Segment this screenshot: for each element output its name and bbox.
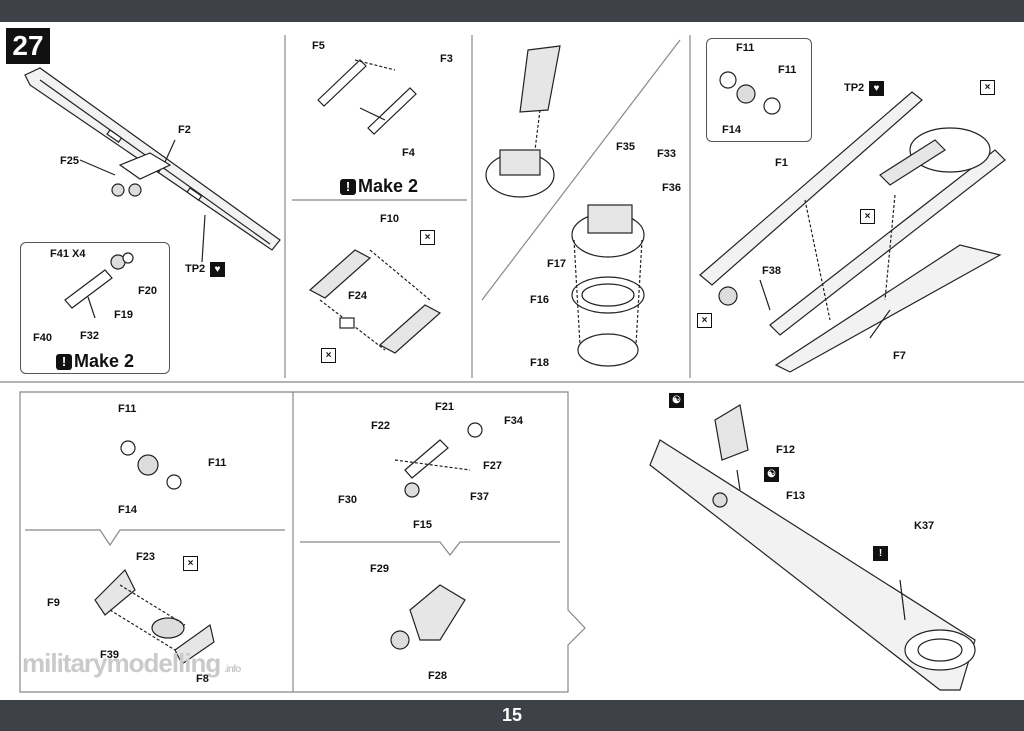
label-f12: F12 (776, 444, 795, 456)
label-tp2-b: TP2 (844, 82, 865, 94)
label-f40: F40 (33, 332, 52, 344)
glue-icon: ♥ (869, 81, 884, 96)
label-f37: F37 (470, 491, 489, 503)
inset-panel-4 (706, 38, 812, 142)
cement-icon: × (183, 556, 198, 571)
label-f2: F2 (178, 124, 191, 136)
bottom-band (0, 700, 1024, 731)
label-f8: F8 (196, 673, 209, 685)
make-label: Make 2 (358, 176, 419, 196)
cement-icon: × (420, 230, 435, 245)
watermark: militarymodelling.info (22, 648, 241, 679)
glue-icon: ♥ (210, 262, 225, 277)
label-f3: F3 (440, 53, 453, 65)
label-f25: F25 (60, 155, 79, 167)
label-f36: F36 (662, 182, 681, 194)
make-2-inset: !Make 2 (56, 351, 134, 372)
paint-icon: ☯ (669, 393, 684, 408)
label-f34: F34 (504, 415, 523, 427)
cement-icon: × (697, 313, 712, 328)
watermark-suffix: .info (224, 664, 241, 675)
label-f10: F10 (380, 213, 399, 225)
label-f11d: F11 (208, 457, 227, 469)
caution-icon: ! (340, 179, 356, 195)
label-f4: F4 (402, 147, 415, 159)
cement-icon: × (980, 80, 995, 95)
label-f38: F38 (762, 265, 781, 277)
label-f29: F29 (370, 563, 389, 575)
label-f19: F19 (114, 309, 133, 321)
label-f5: F5 (312, 40, 325, 52)
cement-icon: × (321, 348, 336, 363)
label-f24: F24 (348, 290, 367, 302)
step-number: 27 (6, 28, 50, 64)
label-tp2: TP2 (185, 263, 206, 275)
label-f14: F14 (722, 124, 741, 136)
inset-panel-1 (20, 242, 170, 374)
label-f21: F21 (435, 401, 454, 413)
label-f28: F28 (428, 670, 447, 682)
label-f9: F9 (47, 597, 60, 609)
caution-icon: ! (873, 546, 888, 561)
paint-icon: ☯ (764, 467, 779, 482)
label-f11b: F11 (778, 64, 797, 76)
label-f18: F18 (530, 357, 549, 369)
label-f1: F1 (775, 157, 788, 169)
label-f30: F30 (338, 494, 357, 506)
label-f32: F32 (80, 330, 99, 342)
label-f15: F15 (413, 519, 432, 531)
make-2-axle: !Make 2 (340, 176, 418, 197)
label-f23: F23 (136, 551, 155, 563)
label-f41: F41 X4 (50, 248, 86, 260)
label-f17: F17 (547, 258, 566, 270)
cement-icon: × (860, 209, 875, 224)
label-k37: K37 (914, 520, 935, 532)
watermark-main: militarymodelling (22, 648, 221, 678)
label-f35: F35 (616, 141, 635, 153)
label-f13: F13 (786, 490, 805, 502)
make-label: Make 2 (74, 351, 135, 371)
page-number: 15 (501, 705, 523, 725)
label-f11a: F11 (736, 42, 755, 54)
label-f27: F27 (483, 460, 502, 472)
label-f14b: F14 (118, 504, 137, 516)
top-band (0, 0, 1024, 22)
label-f20: F20 (138, 285, 157, 297)
label-f33: F33 (657, 148, 676, 160)
label-f22: F22 (371, 420, 390, 432)
label-f16: F16 (530, 294, 549, 306)
caution-icon: ! (56, 354, 72, 370)
label-f39: F39 (100, 649, 119, 661)
label-f7: F7 (893, 350, 906, 362)
label-f11c: F11 (118, 403, 137, 415)
